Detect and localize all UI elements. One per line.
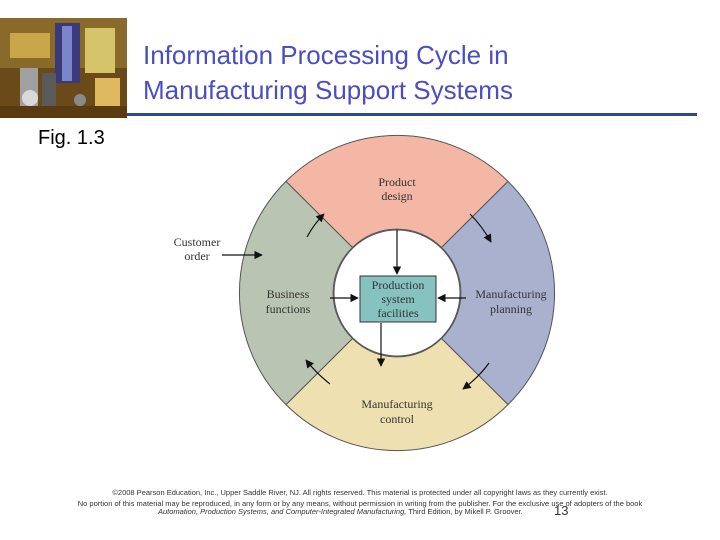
book-title: Automation, Production Systems, and Comp… <box>158 507 407 516</box>
manufacturing-control-line1: Manufacturing <box>361 397 432 411</box>
customer-order-line2: order <box>184 249 209 263</box>
segment-manufacturing-control <box>285 337 509 452</box>
customer-order-line1: Customer <box>174 235 221 249</box>
segment-business-functions <box>238 180 354 406</box>
production-box-line3: facilities <box>377 306 419 320</box>
corner-photo <box>0 18 127 118</box>
business-functions-line2: functions <box>266 302 311 316</box>
manufacturing-control-line2: control <box>380 412 415 426</box>
production-box-line1: Production <box>372 278 425 292</box>
cycle-arrow-planning-to-control <box>462 362 490 390</box>
segment-product-design <box>285 134 509 249</box>
title-rule <box>127 113 697 116</box>
product-design-line1: Product <box>378 175 416 189</box>
copyright-line1: ©2008 Pearson Education, Inc., Upper Sad… <box>112 488 608 497</box>
slide-title: Information Processing Cycle in Manufact… <box>143 38 703 108</box>
book-author: Third Edition, by Mikell P. Groover. <box>406 507 523 516</box>
manufacturing-planning-line1: Manufacturing <box>475 287 546 301</box>
cycle-arrow-business-to-design <box>306 213 325 238</box>
segment-manufacturing-planning <box>440 180 556 406</box>
business-functions-line1: Business <box>267 287 310 301</box>
figure-label: Fig. 1.3 <box>38 127 105 149</box>
cycle-arrow-control-to-business <box>305 359 331 385</box>
production-system-box <box>359 275 437 323</box>
copyright-line2: No portion of this material may be repro… <box>77 499 643 508</box>
book-citation: Automation, Production Systems, and Comp… <box>158 507 523 516</box>
product-design-line2: design <box>381 189 412 203</box>
production-box-line2: system <box>381 292 415 306</box>
cycle-arrow-design-to-planning <box>469 213 492 243</box>
manufacturing-planning-line2: planning <box>490 302 532 316</box>
slide-title-line2: Manufacturing Support Systems <box>143 75 513 105</box>
page-number: 13 <box>554 503 569 518</box>
slide-title-line1: Information Processing Cycle in <box>143 40 509 70</box>
